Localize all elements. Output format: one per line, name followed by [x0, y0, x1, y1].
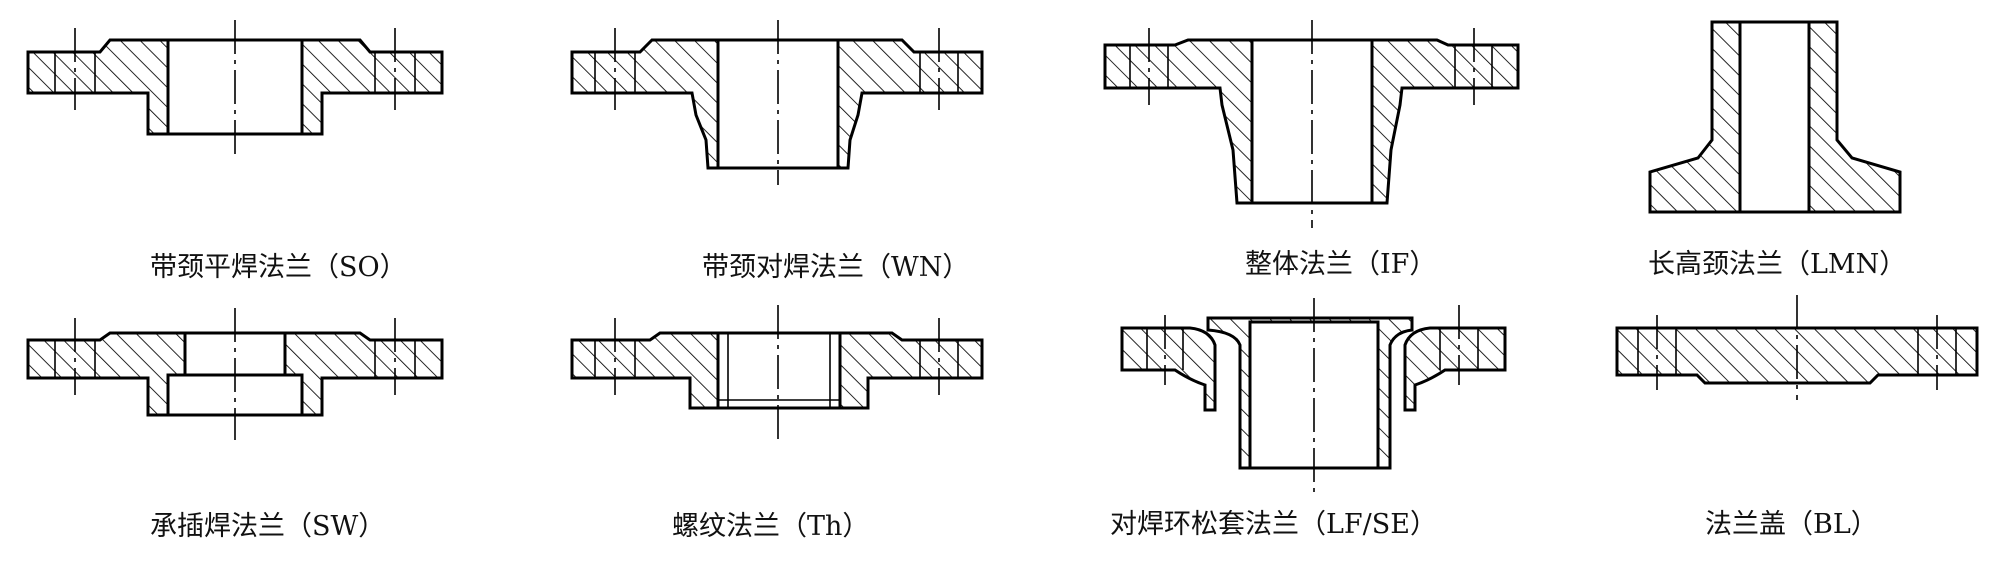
caption-lap-joint-flange: 对焊环松套法兰（LF/SE） — [1110, 509, 1437, 540]
drawing-integral-flange — [1103, 20, 1520, 228]
drawing-weld-neck-flange — [570, 20, 984, 185]
caption-long-neck-flange: 长高颈法兰（LMN） — [1648, 249, 1907, 280]
caption-slip-on-flange: 带颈平焊法兰（SO） — [150, 252, 407, 283]
drawing-lap-joint-flange — [1120, 298, 1507, 495]
drawing-long-neck-flange — [1648, 20, 1902, 214]
drawing-threaded-flange — [570, 305, 984, 440]
caption-weld-neck-flange: 带颈对焊法兰（WN） — [702, 252, 970, 283]
caption-threaded-flange: 螺纹法兰（Th） — [672, 511, 870, 542]
drawing-socket-weld-flange — [26, 308, 444, 440]
caption-socket-weld-flange: 承插焊法兰（SW） — [150, 511, 386, 542]
caption-blind-flange: 法兰盖（BL） — [1705, 509, 1878, 540]
drawing-slip-on-flange — [26, 20, 444, 158]
caption-integral-flange: 整体法兰（IF） — [1245, 249, 1437, 280]
drawing-blind-flange — [1615, 295, 1979, 400]
